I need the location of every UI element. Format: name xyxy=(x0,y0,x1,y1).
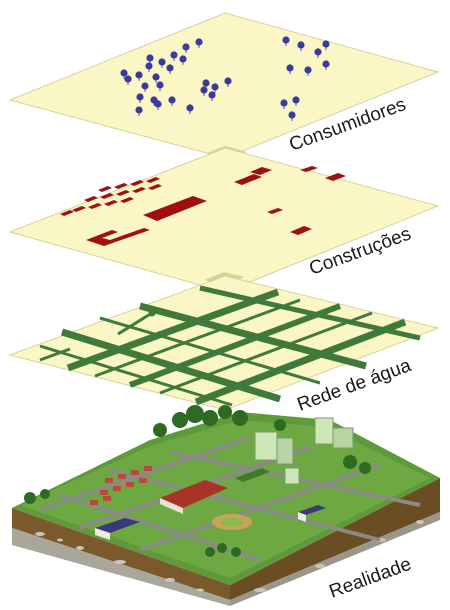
layer-consumidores xyxy=(8,12,440,159)
consumer-pin xyxy=(170,51,178,59)
terrain-right-soil xyxy=(230,478,440,600)
terrain-front-soil xyxy=(12,508,230,600)
water-pipe xyxy=(94,298,301,378)
consumer-pin xyxy=(154,100,162,108)
consumer-pin xyxy=(292,96,300,104)
consumer-pin xyxy=(286,64,294,72)
building-right xyxy=(234,174,262,185)
consumer-pin xyxy=(280,99,288,107)
house-block xyxy=(88,203,102,209)
consumer-pin xyxy=(211,83,219,91)
house-block xyxy=(104,200,118,206)
house-block xyxy=(116,190,130,196)
consumidores-plane xyxy=(8,12,440,159)
layer-construcoes xyxy=(8,147,440,293)
consumer-pin xyxy=(208,91,216,99)
consumer-pin xyxy=(136,93,144,101)
house-block xyxy=(72,206,86,212)
water-pipe xyxy=(159,311,373,395)
consumer-pin xyxy=(168,96,176,104)
consumer-pin xyxy=(158,58,166,66)
layer-rede-agua xyxy=(8,275,440,411)
house-block xyxy=(132,187,146,193)
water-pipes xyxy=(39,285,421,407)
building-right xyxy=(250,167,272,175)
house-block xyxy=(100,193,114,199)
consumer-pin xyxy=(135,71,143,79)
building-right xyxy=(290,226,312,235)
house-block xyxy=(84,196,98,202)
building-blocks xyxy=(60,166,346,246)
water-main xyxy=(128,303,342,388)
consumer-pin xyxy=(146,54,154,62)
consumer-pin xyxy=(224,77,232,85)
water-node xyxy=(148,309,156,317)
terrain-houses xyxy=(90,466,326,540)
house-block xyxy=(98,186,112,192)
consumer-pin xyxy=(202,79,210,87)
consumer-pin xyxy=(282,36,290,44)
consumer-pin xyxy=(124,75,132,83)
layer-realidade xyxy=(12,405,440,606)
terrain-right-rock xyxy=(230,512,440,606)
consumer-markers xyxy=(120,36,330,121)
water-main xyxy=(194,318,407,406)
house-block xyxy=(60,210,74,216)
consumer-pin xyxy=(322,40,330,48)
house-block xyxy=(120,197,134,203)
consumer-pin xyxy=(141,82,149,90)
consumer-pin xyxy=(179,55,187,63)
consumer-pin xyxy=(322,60,330,68)
construcoes-plane xyxy=(8,147,440,293)
consumer-pin xyxy=(288,111,296,119)
consumer-pin xyxy=(200,86,208,94)
terrain-front-rock xyxy=(12,528,230,606)
water-branch xyxy=(117,311,153,336)
water-main xyxy=(66,288,280,372)
building-right xyxy=(300,166,318,172)
house-block xyxy=(146,177,160,183)
water-pipe xyxy=(39,347,71,362)
consumer-pin xyxy=(135,106,143,114)
terrain-tall-buildings xyxy=(254,417,354,485)
building-right xyxy=(325,173,346,181)
consumer-pin xyxy=(195,38,203,46)
consumer-pin xyxy=(156,81,164,89)
house-block xyxy=(130,180,144,186)
terrain-trees xyxy=(24,405,371,557)
consumer-pin xyxy=(297,41,305,49)
water-main xyxy=(60,328,282,403)
building-right xyxy=(267,208,283,214)
consumer-pin xyxy=(145,62,153,70)
consumer-pin xyxy=(186,104,194,112)
consumer-pin xyxy=(304,66,312,74)
rock-speckles xyxy=(35,520,424,592)
water-pipe xyxy=(39,344,233,407)
large-building xyxy=(143,196,207,221)
consumer-pin xyxy=(120,69,128,77)
house-block xyxy=(148,184,162,190)
consumer-pin xyxy=(314,48,322,56)
l-building xyxy=(86,228,150,246)
consumer-pin xyxy=(182,43,190,51)
consumer-pin xyxy=(152,73,160,81)
house-block xyxy=(114,183,128,189)
consumer-pin xyxy=(166,64,174,72)
